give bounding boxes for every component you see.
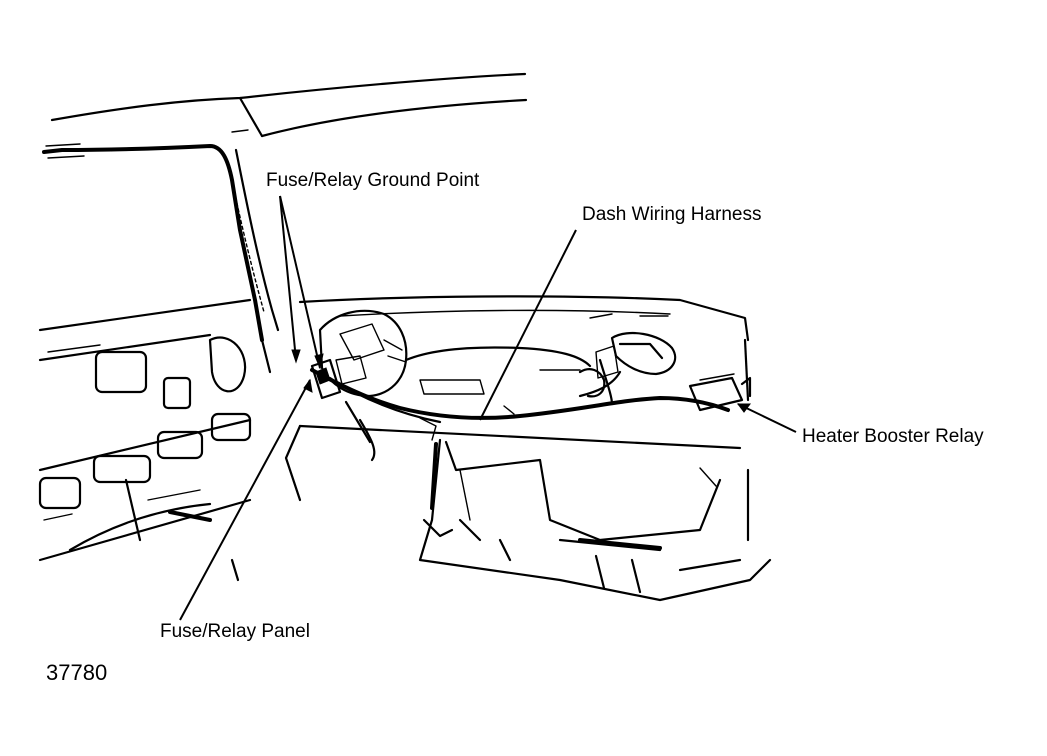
leader-ground-point-b <box>279 195 321 369</box>
floor-console <box>284 424 772 602</box>
door-panel <box>38 298 252 582</box>
label-heater-relay: Heater Booster Relay <box>802 426 984 447</box>
leader-heater-relay <box>737 403 797 433</box>
blower-motor <box>578 331 677 398</box>
door-frame <box>42 143 280 374</box>
center-console <box>404 346 592 395</box>
label-ground-point: Fuse/Relay Ground Point <box>266 170 480 191</box>
leader-dash-harness <box>479 229 577 421</box>
roof-outline <box>50 72 528 138</box>
label-dash-harness: Dash Wiring Harness <box>582 204 762 225</box>
figure-number: 37780 <box>46 660 108 685</box>
label-fuse-panel: Fuse/Relay Panel <box>160 621 310 642</box>
leader-ground-point-a <box>279 195 297 361</box>
heater-booster-relay <box>688 373 752 412</box>
leader-fuse-panel <box>179 379 311 621</box>
leader-lines <box>179 195 797 621</box>
fuse-relay-block <box>310 309 408 462</box>
